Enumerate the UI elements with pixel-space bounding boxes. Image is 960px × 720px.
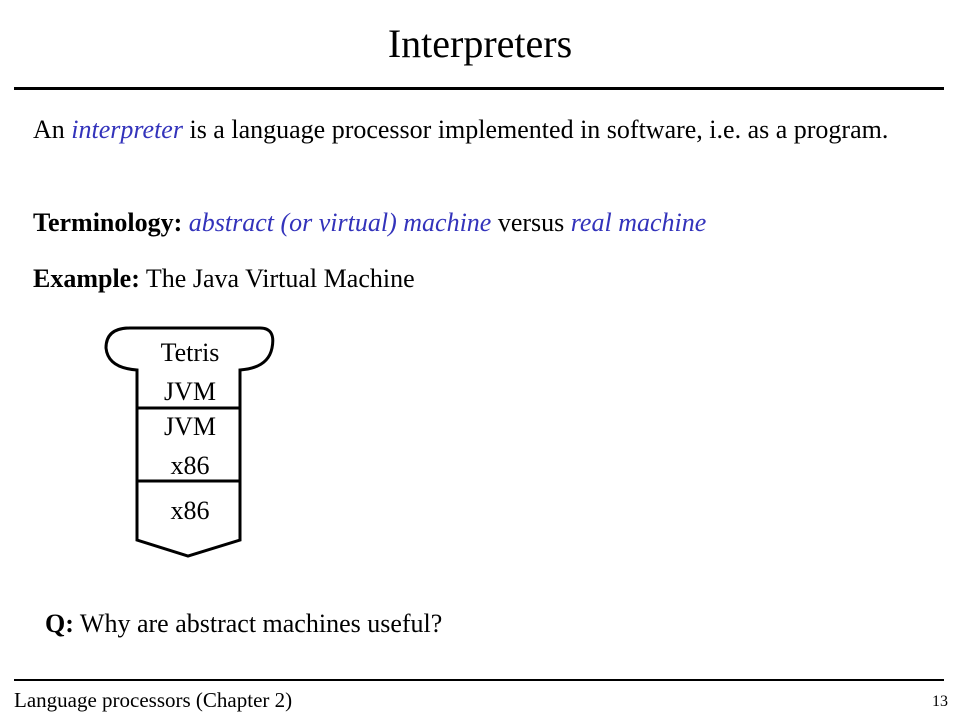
example-label: Example:: [33, 264, 140, 293]
definition-text-1: An: [33, 115, 72, 144]
versus-text: versus: [491, 208, 571, 237]
tombstone-diagram: Tetris JVM JVM x86 x86: [100, 320, 280, 560]
terminology-paragraph: Terminology: abstract (or virtual) machi…: [33, 205, 913, 241]
question-text: Why are abstract machines useful?: [73, 609, 443, 638]
question-label: Q:: [45, 609, 74, 638]
definition-text-2: is a language processor implemented in s…: [182, 115, 889, 144]
example-paragraph: Example: The Java Virtual Machine: [33, 261, 913, 297]
terminology-label: Terminology:: [33, 208, 183, 237]
definition-term: interpreter: [71, 115, 183, 144]
interpreter-impl-label: x86: [170, 451, 210, 480]
real-machine-term: real machine: [570, 208, 707, 237]
footer-course-title: Language processors (Chapter 2): [14, 688, 293, 712]
definition-paragraph: An interpreter is a language processor i…: [33, 112, 913, 148]
interpreter-source-label: JVM: [163, 412, 216, 441]
slide-title: Interpreters: [387, 21, 573, 66]
page-number: 13: [932, 693, 948, 710]
machine-shape: [135, 479, 242, 558]
program-name-label: Tetris: [160, 338, 220, 367]
abstract-machine-term: abstract (or virtual) machine: [188, 208, 492, 237]
program-language-label: JVM: [163, 377, 216, 406]
example-text: The Java Virtual Machine: [139, 264, 415, 293]
question-line: Q: Why are abstract machines useful?: [45, 606, 442, 642]
machine-label: x86: [170, 496, 210, 525]
interpreter-shape: [135, 406, 242, 483]
title-divider: [14, 87, 944, 90]
tombstone-shapes: [104, 326, 275, 558]
footer-divider: [14, 679, 944, 681]
